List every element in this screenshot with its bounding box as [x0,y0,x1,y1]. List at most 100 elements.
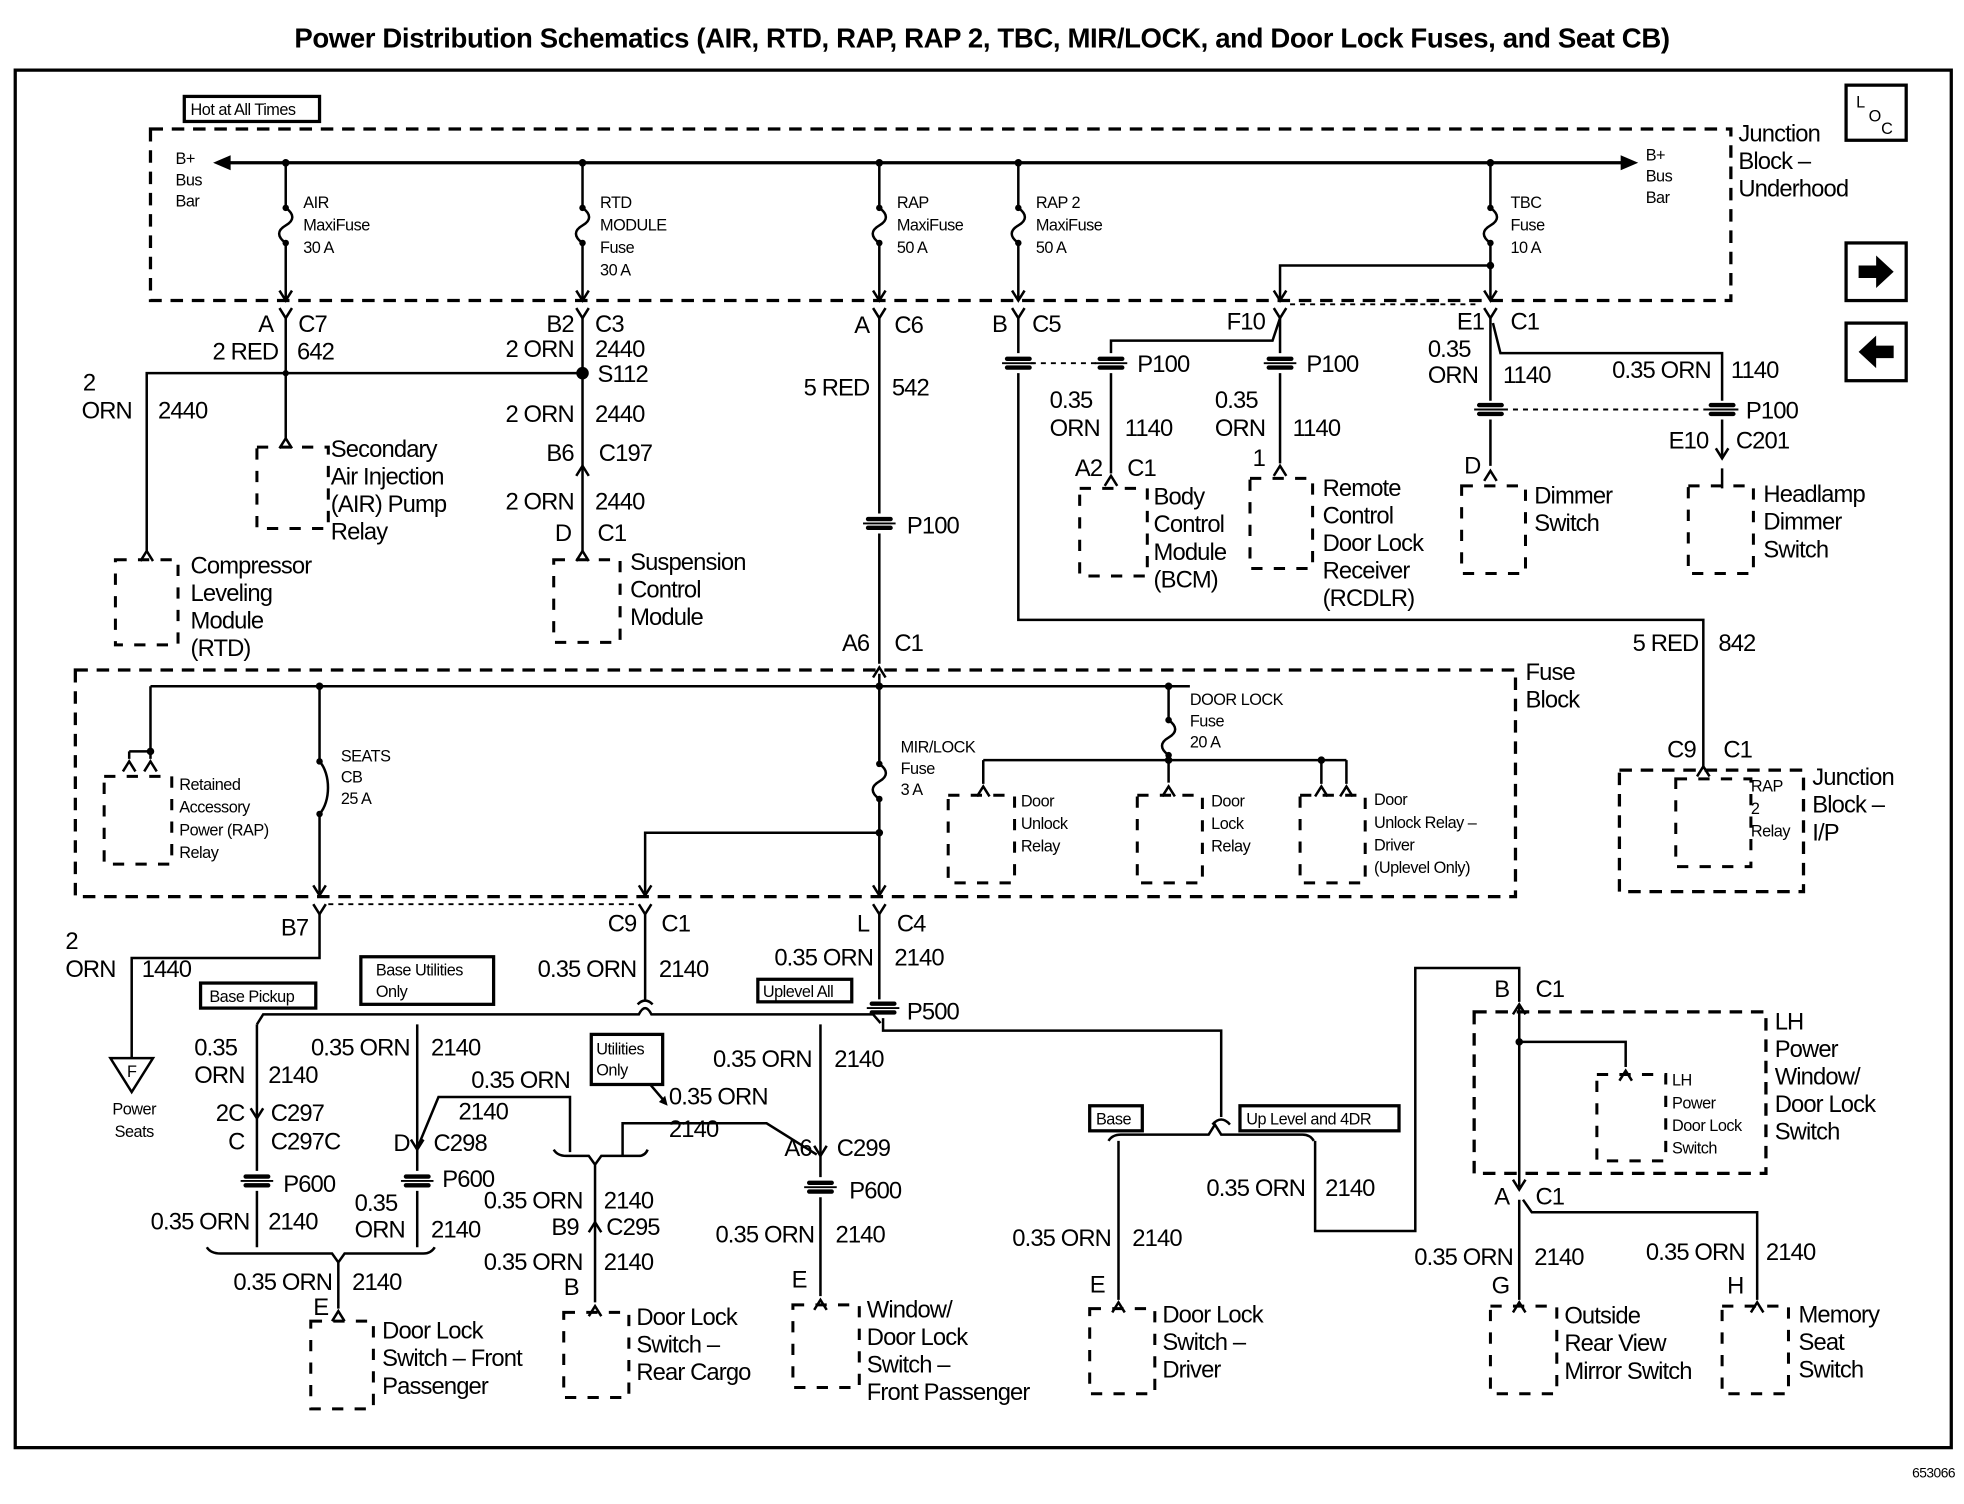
fuse-icon [1160,715,1177,760]
loc-icon[interactable]: L O C [1844,83,1908,142]
bus-arrow-right-icon [1620,155,1639,171]
label-line: B+ [1646,146,1665,164]
wire-label: C1 [1723,737,1752,764]
label-line: I/P [1812,819,1838,846]
badge-hot-at-all-times: Hot at All Times [182,94,322,124]
wire-label: 1140 [1503,362,1551,389]
label-line: Driver [1162,1357,1221,1384]
label-line: Relay [1021,838,1061,856]
power-seats-fuse-reference-icon: F [108,1056,156,1095]
label-line: Power (RAP) [179,821,268,839]
fuse-icon [871,203,888,248]
component-box [1298,793,1367,885]
wire-label: 5 RED [804,375,870,402]
next-page-button[interactable] [1844,241,1908,303]
component-box [1078,486,1149,578]
wire-label: 2140 [835,1221,885,1248]
badge-label: Base [1096,1111,1132,1129]
component-box [1460,484,1527,576]
component-box [552,558,622,644]
label-line: Relay [179,844,219,862]
wire-label: 2140 [669,1116,719,1143]
wire-label: 0.35 ORN [484,1187,583,1214]
wire-label: B7 [281,914,309,941]
wire-label: A2 [1075,455,1103,482]
wire-label: ORN [1428,362,1478,389]
wire-label: 0.35 ORN [713,1046,812,1073]
wire-label: C [228,1129,245,1156]
label-line: RTD [600,194,632,212]
label-line: Fuse [1190,712,1225,730]
wire-label: C1 [1536,1184,1565,1211]
label-line: Switch – Front [382,1345,523,1372]
label-line: Seats [115,1123,154,1141]
label-line: 2 [1751,800,1760,818]
wire-label: A [258,311,274,338]
wire-label: 2140 [894,945,944,972]
splice-s112 [576,366,589,380]
wire-label: 0.35 ORN [1414,1244,1513,1271]
label-line: Fuse [1525,659,1575,686]
wire-label: C1 [894,630,923,657]
junction-block-underhood [148,127,1733,303]
wire-label: 5 RED [1633,630,1699,657]
wire-label: B9 [551,1214,579,1241]
label-line: Switch – [636,1331,721,1358]
label-line: Memory [1798,1301,1880,1328]
wire-label: 2140 [268,1209,318,1236]
connector-icon [278,306,1498,320]
label-line: Door [1211,792,1245,810]
label-line: 50 A [897,239,928,257]
component-box [1674,777,1753,869]
wire-label: 2 ORN [505,336,573,363]
label-line: Switch [1798,1357,1863,1384]
label-line: Door Lock [1162,1301,1263,1328]
wire-label: L [857,911,870,938]
component-box [1088,1307,1157,1396]
label-line: Bus [1646,168,1673,186]
wire-label: 2440 [595,336,645,363]
wire-label: P100 [1137,351,1190,378]
wire-label: ORN [194,1062,244,1089]
label-line: Junction [1812,764,1894,791]
badge-label: Base Pickup [209,988,294,1006]
previous-page-button[interactable] [1844,321,1908,383]
label-line: Dimmer [1763,509,1842,536]
wire-label: C6 [894,312,923,339]
badge-up-level-4dr: Up Level and 4DR [1238,1104,1401,1133]
wire-label: B [564,1274,579,1301]
label-line: Door Lock [636,1304,737,1331]
label-line: 50 A [1036,239,1067,257]
label-line: Door Lock [382,1318,483,1345]
wire-label: 2140 [1766,1239,1816,1266]
fuse-icon [574,203,591,248]
page-title: Power Distribution Schematics (AIR, RTD,… [294,23,1669,54]
label-line: Unlock [1021,815,1069,833]
wire-label: 1140 [1125,415,1173,442]
lh-power-window-switch-box [1472,1010,1768,1176]
wire-label: E1 [1457,308,1485,335]
label-line: MaxiFuse [303,216,370,234]
label-line: Door Lock [1323,530,1424,557]
wire-label: B [992,311,1007,338]
label-line: Door Lock [867,1324,968,1351]
wire-label: 542 [892,375,930,402]
wire-label: C297C [271,1129,341,1156]
wire-label: 2C [216,1100,245,1127]
label-line: B+ [176,150,195,168]
fuse-icon [1010,203,1027,248]
wire-label: C9 [1667,737,1696,764]
label-line: Suspension [630,549,746,576]
label-line: 25 A [341,790,372,808]
badge-utilities-only: Utilities Only [589,1032,668,1106]
label-line: Receiver [1323,558,1411,585]
wire-label: 0.35 ORN [1646,1239,1745,1266]
wire-label: 1140 [1731,357,1779,384]
